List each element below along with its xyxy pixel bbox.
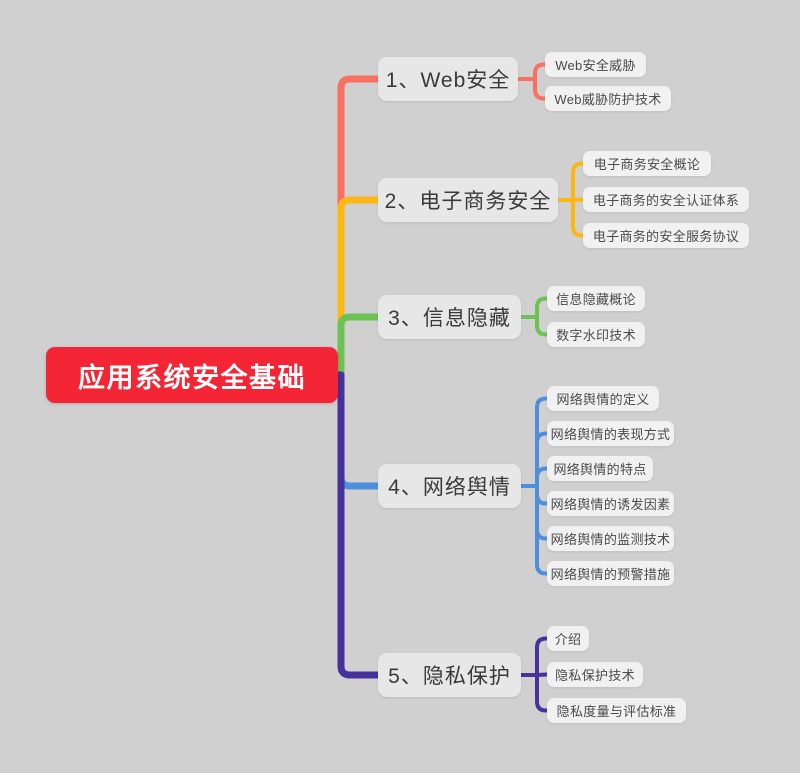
connector [337, 196, 382, 379]
leaf-node-3-2[interactable]: 数字水印技术 [547, 322, 645, 347]
root-node[interactable]: 应用系统安全基础 [46, 347, 338, 403]
connector [535, 431, 549, 488]
connector [535, 484, 549, 506]
branch-node-1[interactable]: 1、Web安全 [378, 57, 518, 101]
leaf-node-1-2[interactable]: Web威胁防护技术 [545, 86, 671, 111]
connector [535, 315, 549, 337]
connector [535, 484, 549, 541]
connector [533, 62, 547, 81]
connector [535, 484, 549, 576]
leaf-node-2-1[interactable]: 电子商务安全概论 [583, 151, 711, 176]
connector [337, 313, 382, 379]
connector [533, 77, 547, 101]
branch-node-3[interactable]: 3、信息隐藏 [378, 295, 521, 339]
leaf-node-4-2[interactable]: 网络舆情的表现方式 [547, 421, 674, 446]
leaf-node-4-5[interactable]: 网络舆情的监测技术 [547, 526, 674, 551]
connector [535, 396, 549, 488]
branch-node-4[interactable]: 4、网络舆情 [378, 464, 521, 508]
connector [535, 466, 549, 488]
connector [337, 75, 382, 379]
leaf-node-4-4[interactable]: 网络舆情的诱发因素 [547, 491, 674, 516]
branch-node-5[interactable]: 5、隐私保护 [378, 653, 521, 697]
leaf-node-4-6[interactable]: 网络舆情的预警措施 [547, 561, 674, 586]
connector [535, 672, 549, 677]
connector [535, 673, 549, 713]
connector [535, 296, 549, 319]
connector [571, 197, 585, 202]
connector [535, 636, 549, 677]
leaf-node-3-1[interactable]: 信息隐藏概论 [547, 286, 645, 311]
connector [571, 198, 585, 238]
leaf-node-5-3[interactable]: 隐私度量与评估标准 [547, 698, 686, 723]
connector [337, 371, 382, 679]
leaf-node-2-3[interactable]: 电子商务的安全服务协议 [583, 223, 749, 248]
leaf-node-5-2[interactable]: 隐私保护技术 [547, 662, 643, 687]
leaf-node-4-1[interactable]: 网络舆情的定义 [547, 386, 659, 411]
leaf-node-1-1[interactable]: Web安全威胁 [545, 52, 646, 77]
branch-node-2[interactable]: 2、电子商务安全 [378, 178, 558, 222]
leaf-node-2-2[interactable]: 电子商务的安全认证体系 [583, 187, 749, 212]
connector [571, 161, 585, 202]
connector [337, 371, 382, 490]
leaf-node-4-3[interactable]: 网络舆情的特点 [547, 456, 653, 481]
leaf-node-5-1[interactable]: 介绍 [547, 626, 589, 651]
